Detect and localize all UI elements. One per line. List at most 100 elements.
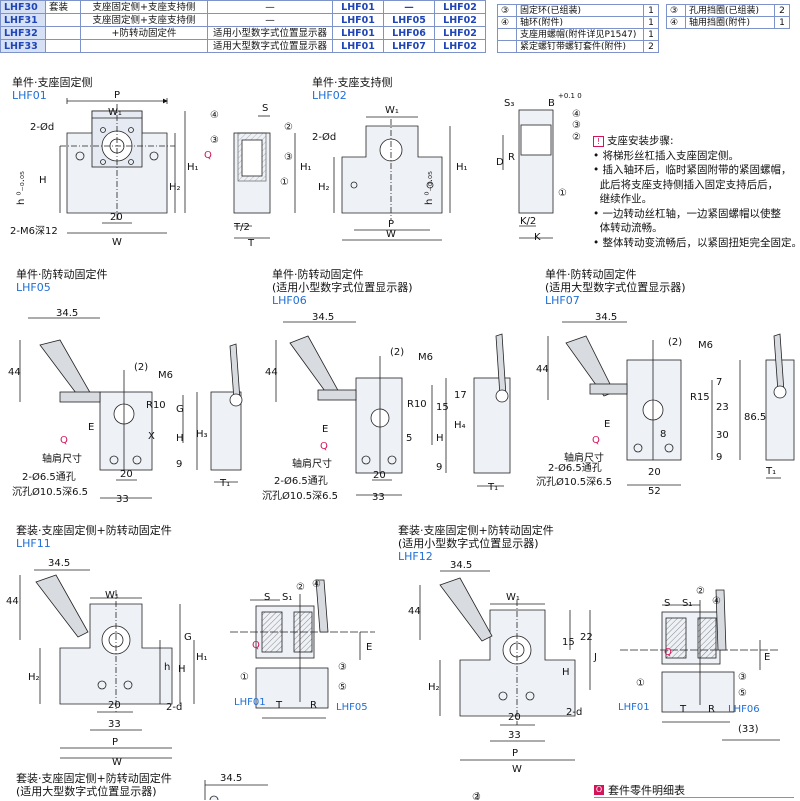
dim-label: H xyxy=(39,175,47,186)
section-title: 单件·支座支持侧 xyxy=(312,76,393,89)
dim-label: Q xyxy=(664,647,672,658)
dim-label: 轴肩尺寸 xyxy=(42,452,82,465)
code-cell: LHF30 xyxy=(0,0,46,14)
dim-label: 44 xyxy=(408,606,421,617)
code-cell: LHF33 xyxy=(0,39,46,53)
dim-label: 沉孔Ø10.5深6.5 xyxy=(262,489,338,502)
dim-label: W₁ xyxy=(385,105,399,116)
dim-label: P xyxy=(512,748,518,759)
dim-label: W xyxy=(386,229,396,240)
dim-label: ③ xyxy=(210,135,219,146)
dim-label: 33 xyxy=(372,492,385,503)
dim-label: 5 xyxy=(406,433,412,444)
section-code: LHF01 xyxy=(12,89,47,102)
dim-label: R15 xyxy=(690,392,710,403)
dim-label: T xyxy=(247,238,255,249)
lhf05-view xyxy=(19,317,243,499)
dim-label: 9 xyxy=(176,459,182,470)
lhf02-front-view xyxy=(333,116,451,241)
dim-label: Q xyxy=(252,640,260,651)
dim-label: 17 xyxy=(454,390,467,401)
dim-label: h ⁰₋₀.₀₅ xyxy=(16,171,27,205)
section-title: 单件·防转动固定件 xyxy=(16,268,108,281)
combination-table: LHF30 套装 支座固定侧+支座支持侧 — LHF01 — LHF02 LHF… xyxy=(0,0,486,53)
lhf02-side-view xyxy=(502,109,554,239)
table-row: LHF33 适用大型数字式位置显示器 LHF01 LHF07 LHF02 xyxy=(0,39,486,53)
lhf13-partial-view xyxy=(204,780,479,800)
dim-label: 8 xyxy=(660,429,666,440)
lhf12-front-view xyxy=(419,570,591,761)
dim-label: 44 xyxy=(8,367,21,378)
dim-label: 15 xyxy=(562,637,575,648)
install-step: 体转动流畅。 xyxy=(593,222,663,234)
dim-label: ① xyxy=(636,678,645,689)
lhf07-view xyxy=(547,321,795,486)
section-title: 套装·支座固定侧+防转动固定件 xyxy=(16,772,172,785)
dim-label: H xyxy=(178,664,186,675)
dim-label: T xyxy=(679,704,687,715)
dim-label: T₁ xyxy=(765,466,776,477)
dim-label: S xyxy=(262,103,268,114)
install-step: • 插入轴环后，临时紧固附带的紧固螺帽， xyxy=(593,164,792,176)
dim-label: ① xyxy=(240,672,249,683)
dim-label: Q xyxy=(60,435,68,446)
dim-label: T₁ xyxy=(487,482,498,493)
dim-label: ② xyxy=(572,132,581,143)
section-subtitle: (适用大型数字式位置显示器) xyxy=(545,281,686,294)
dim-label: R10 xyxy=(146,400,166,411)
dim-label: H xyxy=(176,433,184,444)
dim-label: W₁ xyxy=(108,107,122,118)
dim-label: E xyxy=(322,424,328,435)
dim-label: (2) xyxy=(134,362,148,373)
dim-label: E xyxy=(604,419,610,430)
dim-label: K/2 xyxy=(520,216,536,227)
dim-label: T/2 xyxy=(233,222,250,233)
dim-label: 86.5 xyxy=(744,412,766,423)
dim-label: LHF05 xyxy=(336,702,368,713)
dim-label: ④ xyxy=(210,110,219,121)
dim-label: B xyxy=(548,98,555,109)
dim-label: P xyxy=(112,737,118,748)
section-code: LHF02 xyxy=(312,89,347,102)
part-qty: 2 xyxy=(774,4,790,17)
dim-label: H₁ xyxy=(456,162,468,173)
dim-label: S₁ xyxy=(682,598,692,609)
dim-label: 2-Ø6.5通孔 xyxy=(274,475,328,487)
dim-label: W xyxy=(112,757,122,768)
section-title: 单件·防转动固定件 xyxy=(272,268,364,281)
dim-label: Q xyxy=(204,150,212,161)
install-note: ! 支座安装步骤: • 将梯形丝杠插入支座固定侧。 • 插入轴环后，临时紧固附带… xyxy=(593,134,800,250)
parts-detail-rule xyxy=(594,797,794,801)
dim-label: 33 xyxy=(508,730,521,741)
dim-label: ④ xyxy=(572,109,581,120)
section-code: LHF12 xyxy=(398,550,433,563)
lhf01-side-view xyxy=(233,115,296,239)
dim-label: W xyxy=(512,764,522,775)
dim-label: ④ xyxy=(712,596,721,607)
dim-label: ④ xyxy=(312,579,321,590)
dim-label: R xyxy=(508,152,515,163)
dim-label: Q xyxy=(320,441,328,452)
section-title: 单件·支座固定侧 xyxy=(12,76,93,89)
dim-label: T xyxy=(275,700,283,711)
dim-label: H₃ xyxy=(196,429,208,440)
dim-label: ③ xyxy=(572,120,581,131)
dim-label: J xyxy=(593,652,597,663)
dim-label: 52 xyxy=(648,486,661,497)
dim-label: 33 xyxy=(116,494,129,505)
install-step: 此后将支座支持侧插入固定支持后后， xyxy=(593,178,779,191)
part-name: 轴用挡圈(附件) xyxy=(685,16,775,29)
install-step: • 一边转动丝杠轴，一边紧固螺帽以使整 xyxy=(593,207,782,220)
parts-icon: O xyxy=(594,785,604,795)
dim-label: H₂ xyxy=(318,182,330,193)
dim-label: (2) xyxy=(390,347,404,358)
dim-label: W₁ xyxy=(105,590,119,601)
dim-label: R xyxy=(310,700,317,711)
dim-label: 44 xyxy=(6,596,19,607)
dim-label: S₁ xyxy=(282,592,292,603)
dim-label: H₂ xyxy=(428,682,440,693)
section-subtitle: (适用大型数字式位置显示器) xyxy=(16,785,157,798)
